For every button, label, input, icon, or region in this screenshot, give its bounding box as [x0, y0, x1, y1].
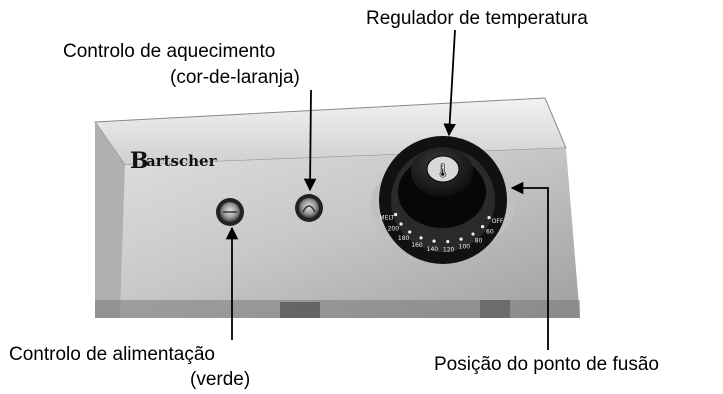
melting-point-position-label: Posição do ponto de fusão: [434, 354, 660, 375]
dial-tick-label: MELT: [379, 214, 394, 221]
dial-tick-dot: [399, 222, 403, 226]
dial-tick-label: 60: [486, 229, 494, 236]
dial-tick-label: 80: [475, 237, 483, 244]
power-indicator-lamp: [216, 198, 244, 226]
dial-tick-label: 180: [398, 235, 410, 242]
heating-control-color-label: (cor-de-laranja): [170, 67, 300, 88]
svg-text:🌡: 🌡: [434, 163, 452, 179]
melting-point-leader: [510, 181, 549, 350]
dial-tick-dot: [471, 232, 475, 236]
dial-tick-label: 120: [443, 246, 455, 253]
logo-text: artscher: [146, 152, 218, 170]
dial-tick-label: OFF: [492, 218, 504, 225]
dial-tick-dot: [432, 239, 436, 243]
heating-control-leader: [303, 89, 317, 192]
power-control-label: Controlo de alimentação: [9, 344, 215, 365]
temperature-regulator-leader: [443, 29, 456, 137]
dial-tick-dot: [487, 215, 491, 220]
dial-tick-dot: [446, 239, 450, 244]
dial-tick-dot: [480, 225, 485, 229]
bartscher-logo: B artscher: [130, 148, 218, 174]
dial-tick-label: 100: [459, 243, 471, 250]
dial-tick-dot: [394, 212, 398, 217]
power-control-color-label: (verde): [190, 369, 251, 390]
callout-lines: [225, 29, 549, 350]
logo-initial: B: [130, 148, 149, 174]
temperature-knob: 🌡: [398, 147, 486, 228]
heating-indicator-lamp: [295, 194, 323, 222]
dial-tick-label: 200: [388, 225, 400, 232]
dial-tick-dot: [419, 236, 423, 240]
dial-tick-label: 160: [411, 242, 423, 249]
dial-tick-dot: [408, 230, 412, 234]
dial-tick-label: 140: [427, 246, 439, 253]
temperature-regulator-label: Regulador de temperatura: [366, 8, 588, 29]
dial-tick-dot: [459, 237, 463, 241]
heating-control-label: Controlo de aquecimento: [63, 41, 276, 62]
